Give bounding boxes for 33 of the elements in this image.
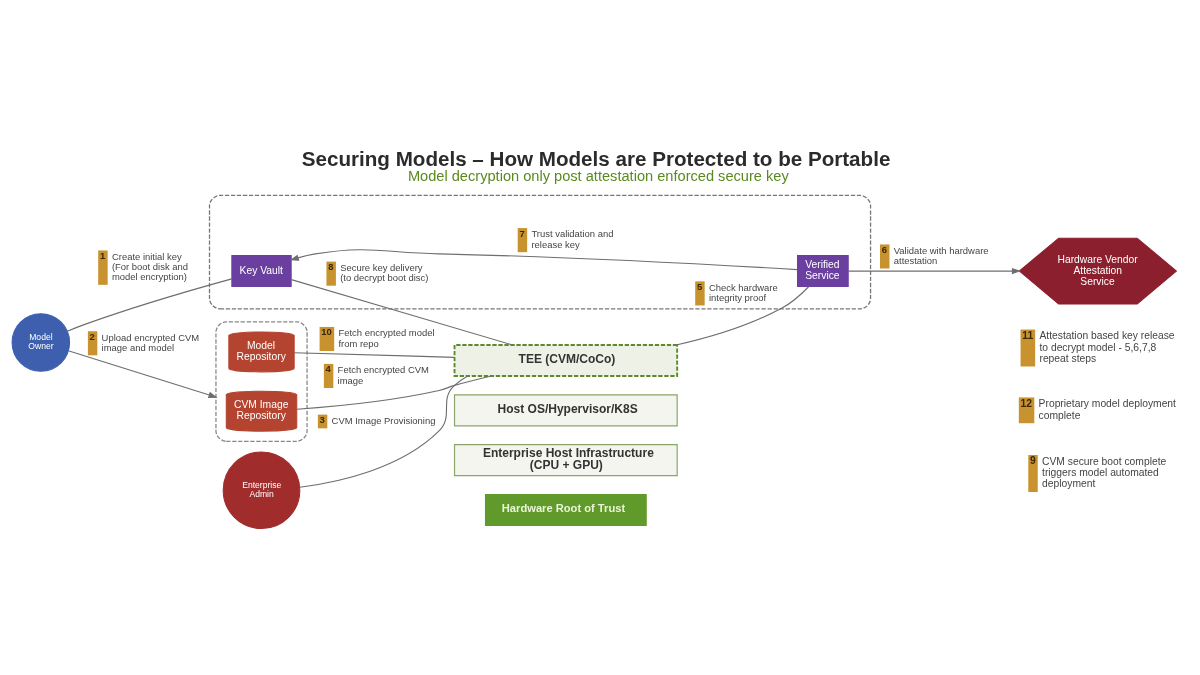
edge-label: 8 Secure key delivery (to decrypt boot disc): [328, 261, 429, 284]
connector: [675, 286, 810, 346]
connector: [290, 279, 513, 346]
connector: [293, 352, 455, 358]
node-box: Host OS/Hypervisor/K8S: [453, 394, 678, 427]
diagram-title: Securing Models – How Models are Protected to be Portable: [301, 146, 891, 170]
edge-label: 3 CVM Image Provisioning: [319, 414, 436, 426]
edge-label: 7 Trust validation and release key: [519, 227, 614, 250]
arrow: [289, 249, 798, 271]
node-box: TEE (CVM/CoCo): [453, 344, 679, 377]
arrow: [847, 267, 1021, 275]
label: 11 Attestation based key release to decrypt model - 5,6,7,8 repeat steps: [1022, 329, 1175, 364]
node-box: Enterprise Host Infrastructure (CPU + GPU): [453, 444, 678, 477]
edge-label: 1 Create initial key (For boot disk and model encryption): [99, 249, 189, 283]
connector: [66, 278, 233, 332]
cluster: [208, 194, 872, 310]
caption: Model decryption only post attestation enforced secure key: [407, 168, 789, 185]
node-box: Verified Service: [797, 255, 849, 288]
label: 12 Proprietary model deployment complete: [1020, 397, 1176, 421]
connector: [296, 375, 492, 410]
node-circle: Model Owner: [11, 313, 71, 372]
edge-label: 4 Fetch encrypted CVM image: [325, 363, 429, 386]
node-box: Hardware Root of Trust: [484, 494, 647, 527]
label: 9 CVM secure boot complete triggers model automated deployment: [1030, 455, 1167, 490]
connector: [299, 375, 469, 488]
cluster: [215, 321, 308, 442]
node-box: Key Vault: [231, 255, 292, 288]
edge-label: 2 Upload encrypted CVM image and model: [89, 330, 200, 353]
arrow: [67, 350, 218, 398]
edge-label: 10 Fetch encrypted model from repo: [321, 326, 435, 349]
node-circle: Enterprise Admin: [222, 451, 301, 530]
edge-label: 6 Validate with hardware attestation: [881, 243, 989, 267]
edge-label: 5 Check hardware integrity proof: [696, 280, 778, 303]
